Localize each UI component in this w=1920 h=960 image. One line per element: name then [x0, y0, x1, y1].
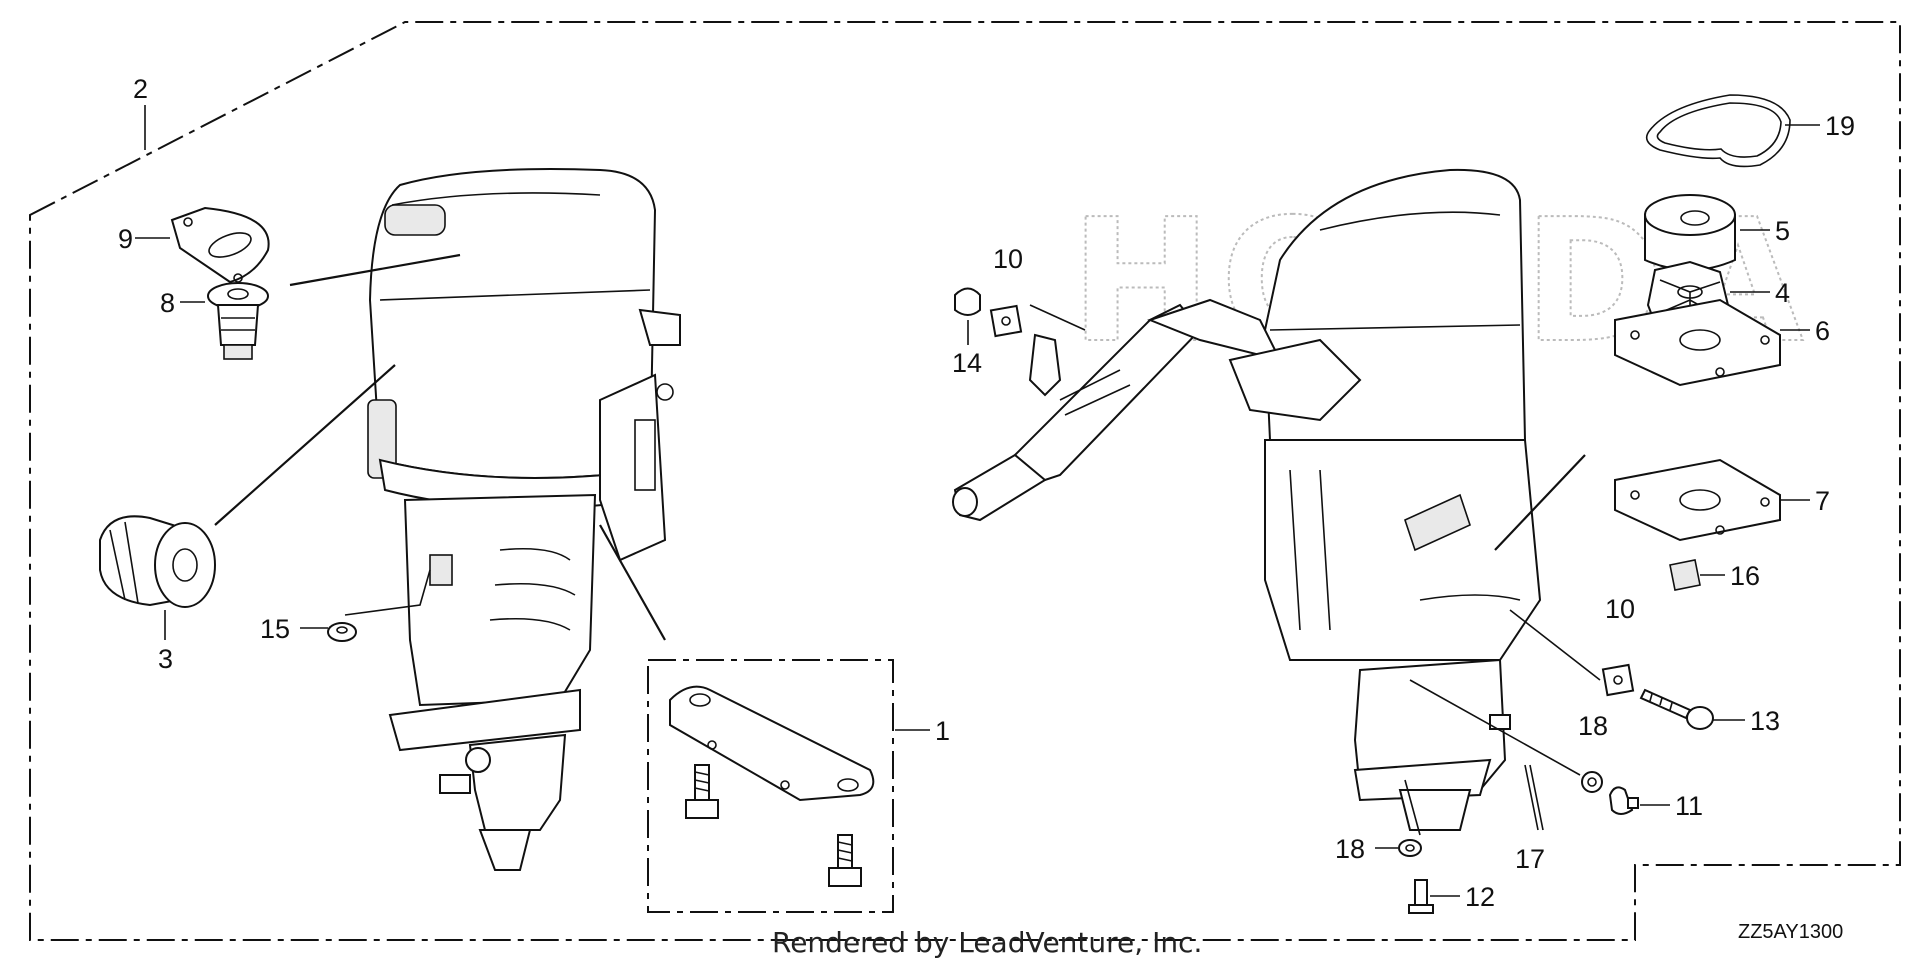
part-14-cap-nut [954, 287, 981, 316]
callout-18b: 18 [1335, 834, 1365, 864]
diagram-code: ZZ5AY1300 [1738, 921, 1843, 943]
render-credit: Rendered by LeadVenture, Inc. [772, 926, 1202, 959]
part-19-gasket [1645, 94, 1791, 168]
callout-12: 12 [1465, 882, 1495, 912]
callout-8: 8 [160, 288, 175, 318]
callout-10b: 10 [1605, 594, 1635, 624]
callout-11: 11 [1675, 791, 1703, 821]
part-10b-nut [1601, 663, 1635, 697]
callout-14: 14 [952, 348, 982, 378]
part-9-gasket [170, 206, 270, 284]
part-6-plate [1614, 298, 1781, 387]
callout-5: 5 [1775, 216, 1790, 246]
callout-2: 2 [133, 74, 148, 104]
guide-15 [344, 569, 431, 616]
guide-cowl-9 [289, 253, 461, 287]
part-18b-washer [1398, 839, 1422, 857]
guide-10a [1029, 304, 1086, 331]
callout-4: 4 [1775, 278, 1790, 308]
part-7-gasket [1614, 458, 1781, 542]
callout-19: 19 [1825, 111, 1855, 141]
callout-17: 17 [1515, 844, 1545, 874]
part-17-cotter-pin [1524, 764, 1544, 831]
guide-bracket-1 [599, 524, 666, 641]
part-15-washer [327, 622, 357, 642]
part-8-thermostat [207, 282, 269, 360]
callout-18a: 18 [1578, 711, 1608, 741]
callout-16: 16 [1730, 561, 1760, 591]
callout-13: 13 [1750, 706, 1780, 736]
part-10a-nut [989, 304, 1023, 338]
part-11-screw [1608, 786, 1639, 815]
kit-1-box [647, 659, 894, 913]
part-18a-washer [1581, 771, 1603, 793]
guide-18a [1409, 679, 1581, 776]
callout-15: 15 [260, 614, 290, 644]
part-3-oil-filter [99, 515, 216, 608]
part-16-grommet [1669, 559, 1701, 591]
part-1-anode-kit [669, 685, 875, 887]
guide-18b [1404, 779, 1421, 836]
callout-9: 9 [118, 224, 133, 254]
part-5-impeller-housing [1644, 194, 1736, 271]
callout-1: 1 [935, 716, 950, 746]
callout-10a: 10 [993, 244, 1023, 274]
left-outboard-motor [367, 168, 681, 871]
guide-cowl-3 [214, 364, 396, 526]
guide-10b [1509, 609, 1601, 681]
part-13-bolt [1639, 688, 1714, 730]
callout-7: 7 [1815, 486, 1830, 516]
callout-3: 3 [158, 644, 173, 674]
right-outboard-motor [952, 168, 1542, 831]
guide-cowl-right [1494, 454, 1586, 551]
kit-boundary [29, 21, 1901, 941]
callout-6: 6 [1815, 316, 1830, 346]
part-12-screw [1408, 879, 1434, 914]
